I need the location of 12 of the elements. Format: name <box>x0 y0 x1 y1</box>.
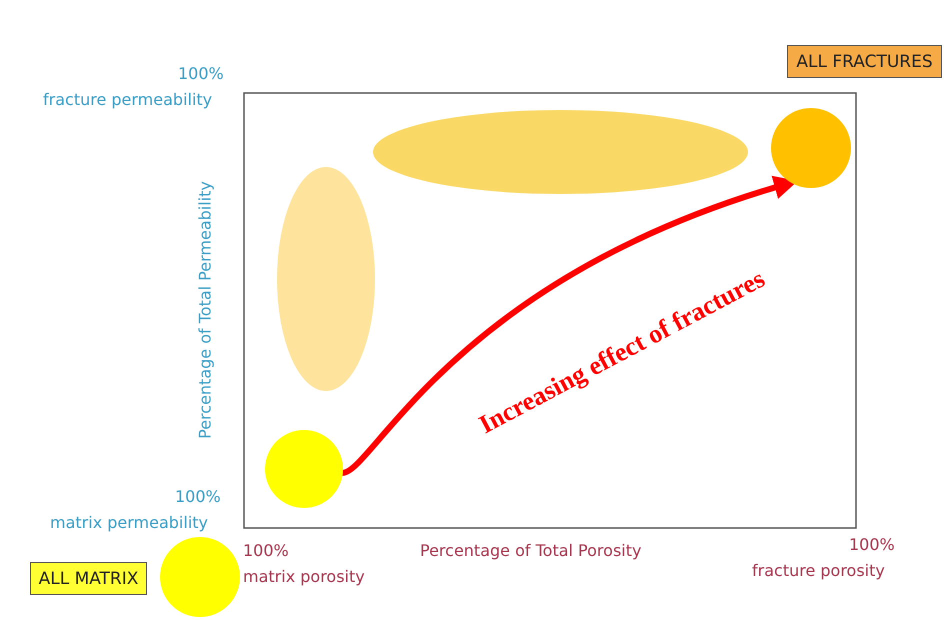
axis-end-label: 100% <box>243 541 289 560</box>
axis-end-label: matrix permeability <box>50 513 208 532</box>
axis-title: Percentage of Total Permeability <box>196 181 214 439</box>
axis-end-label: 100% <box>849 535 895 554</box>
category-box: ALL FRACTURES <box>787 45 942 78</box>
category-box: ALL MATRIX <box>30 562 147 595</box>
axis-end-label: matrix porosity <box>243 567 365 586</box>
axis-end-label: 100% <box>175 487 221 506</box>
axis-end-label: fracture permeability <box>43 90 212 109</box>
axis-title: Percentage of Total Porosity <box>420 541 642 560</box>
axis-end-label: fracture porosity <box>752 561 885 580</box>
axis-end-label: 100% <box>178 64 224 83</box>
